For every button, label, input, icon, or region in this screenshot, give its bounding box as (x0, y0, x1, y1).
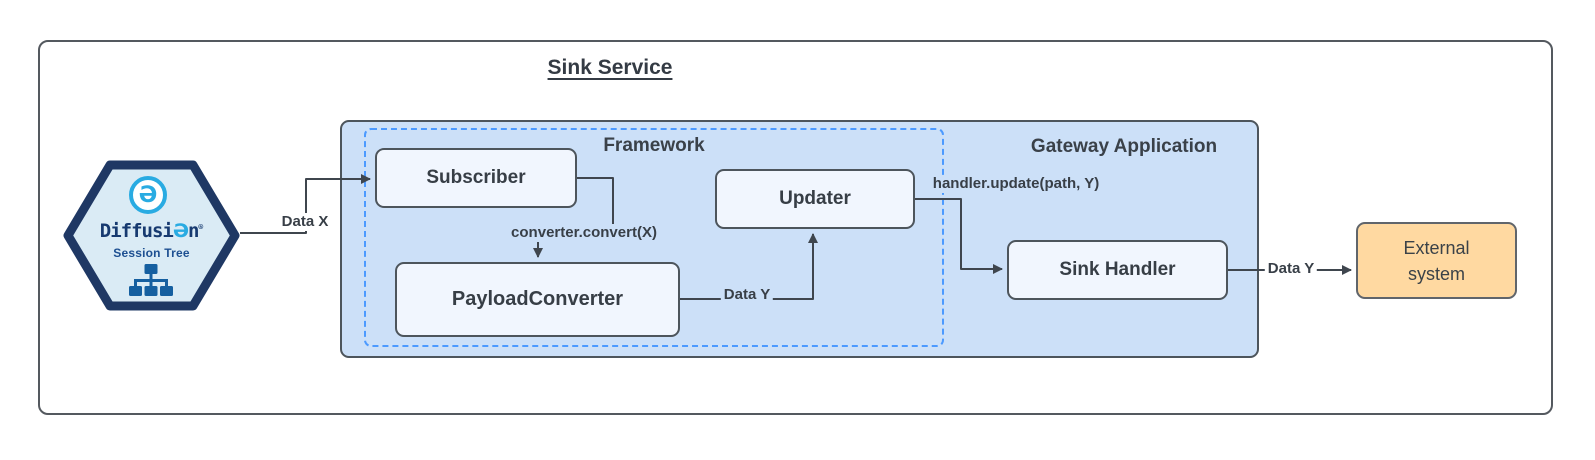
edge-label-data-x: Data X (278, 213, 332, 231)
external-system-label: External system (1403, 237, 1470, 284)
payload-converter-node: PayloadConverter (395, 262, 680, 337)
sink-handler-label: Sink Handler (1059, 259, 1176, 280)
payload-converter-label: PayloadConverter (451, 288, 624, 310)
hexagon-shape (63, 160, 240, 311)
subscriber-label: Subscriber (426, 167, 526, 188)
subscriber-node: Subscriber (375, 148, 577, 208)
wordmark-logo-o: Ə (172, 220, 189, 242)
edge-label-handler-update: handler.update(path, Y) (929, 175, 1103, 193)
session-tree-icon (129, 264, 173, 296)
wordmark-prefix: Diffusi (99, 220, 174, 242)
diffusion-logo-glyph: Ə (138, 182, 158, 208)
framework-label: Framework (603, 135, 705, 156)
registered-trademark-symbol: ® (198, 222, 204, 232)
diffusion-session-tree-node: Ə DiffusiƏn® Session Tree (63, 158, 240, 313)
external-system-node: External system (1356, 222, 1517, 299)
diffusion-logo-icon: Ə (129, 176, 167, 214)
gateway-application-label: Gateway Application (1030, 136, 1218, 157)
wordmark-suffix: n (187, 220, 199, 242)
sink-handler-node: Sink Handler (1007, 240, 1228, 300)
edge-label-converter-convert: converter.convert(X) (508, 224, 660, 242)
updater-label: Updater (779, 188, 851, 209)
session-tree-label: Session Tree (113, 246, 190, 260)
diagram-title: Sink Service (547, 56, 673, 79)
diffusion-wordmark: DiffusiƏn® (63, 220, 240, 242)
updater-node: Updater (715, 169, 915, 229)
edge-label-data-y-internal: Data Y (720, 286, 774, 304)
edge-label-data-y-external: Data Y (1264, 260, 1318, 278)
